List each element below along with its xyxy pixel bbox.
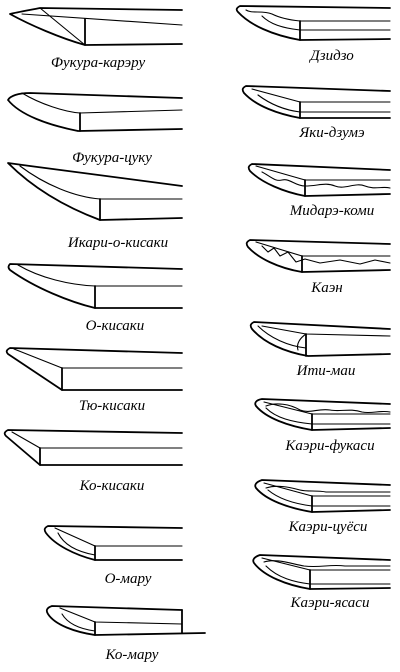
blade-chu-kisaki	[5, 347, 183, 391]
label-kaen: Каэн	[310, 280, 343, 296]
blade-o-kisaki	[7, 263, 183, 309]
label-chu-kisaki: Тю-кисаки	[79, 398, 145, 414]
blade-kaeri-fukashi	[254, 398, 391, 431]
label-ikari-o-kisaki: Икари-о-кисаки	[67, 235, 168, 251]
blade-midare-komi	[247, 163, 391, 197]
blade-yaki-zume	[241, 85, 391, 119]
blade-jizo	[235, 5, 391, 41]
label-midare-komi: Мидарэ-коми	[289, 203, 374, 219]
blade-ichi-mai	[249, 321, 391, 357]
blade-ko-maru	[45, 605, 206, 636]
label-kaeri-fukashi: Каэри-фукаси	[284, 438, 374, 454]
blade-ko-kisaki	[3, 429, 183, 466]
label-ichi-mai: Ити-маи	[296, 363, 356, 379]
label-o-maru: О-мару	[105, 571, 152, 587]
blade-kaeri-yasashi	[252, 554, 391, 590]
label-kaeri-tsuyoshi: Каэри-цуёси	[288, 519, 368, 535]
label-yaki-zume: Яки-дзумэ	[298, 125, 365, 141]
label-ko-kisaki: Ко-кисаки	[79, 478, 145, 494]
blade-kaeri-tsuyoshi	[254, 479, 391, 513]
label-fukura-tsuku: Фукура-цуку	[72, 150, 152, 166]
label-fukura-kareru: Фукура-карэру	[51, 55, 146, 71]
label-ko-maru: Ко-мару	[105, 647, 159, 663]
blade-o-maru	[43, 525, 183, 561]
blade-fukura-tsuku	[7, 92, 183, 132]
blade-fukura-kareru	[9, 7, 183, 46]
blade-kaen	[245, 239, 391, 273]
label-o-kisaki: О-кисаки	[86, 318, 145, 334]
label-jizo: Дзидзо	[308, 48, 354, 64]
blade-ikari-o-kisaki	[7, 162, 183, 221]
label-kaeri-yasashi: Каэри-ясаси	[290, 595, 370, 611]
